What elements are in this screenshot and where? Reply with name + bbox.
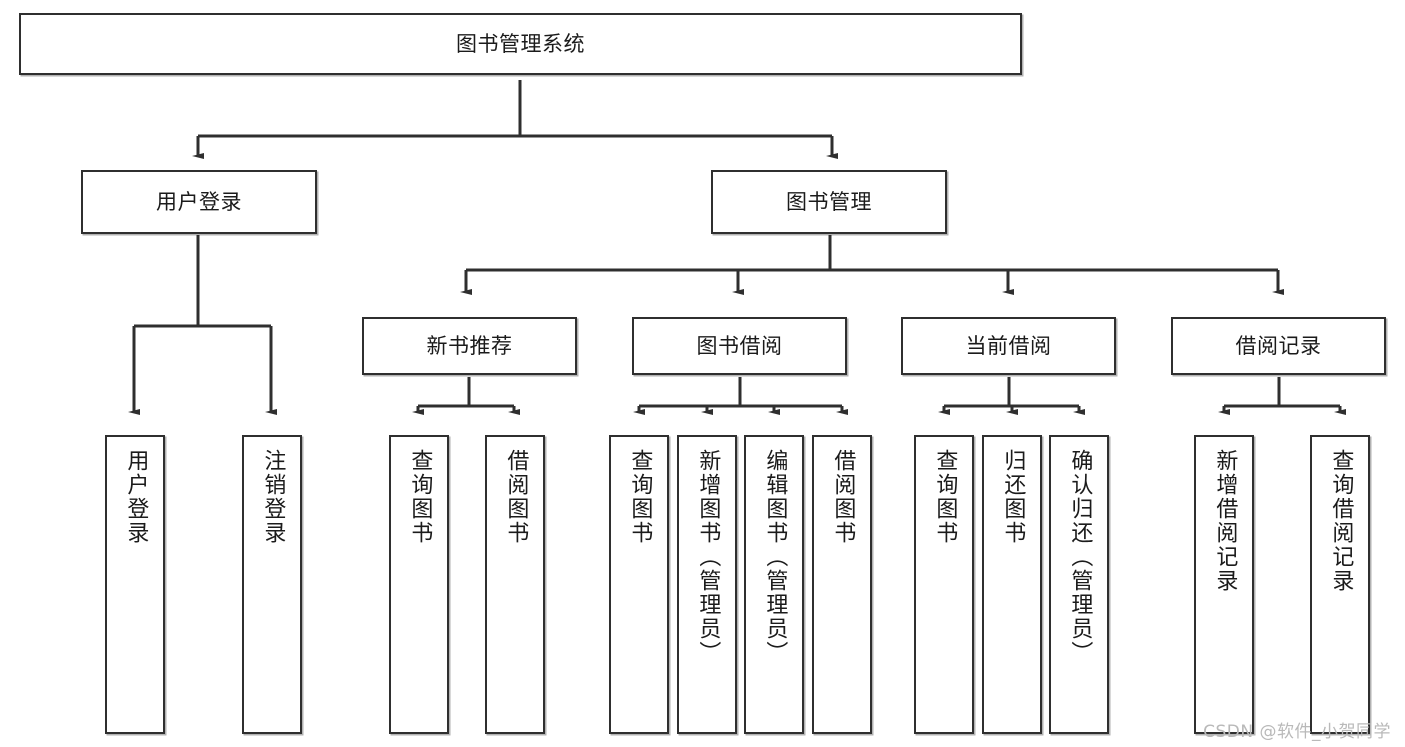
node-book-borrow[interactable]: 图书借阅 [632, 317, 847, 375]
leaf-query-book-3[interactable]: 查询图书 [914, 435, 974, 734]
node-root[interactable]: 图书管理系统 [19, 13, 1022, 75]
leaf-return-book-label: 归还图书 [1000, 449, 1026, 545]
leaf-query-record[interactable]: 查询借阅记录 [1310, 435, 1370, 734]
leaf-borrow-book-1-label: 借阅图书 [503, 449, 529, 545]
leaf-user-login[interactable]: 用户登录 [105, 435, 165, 734]
leaf-query-book-2-label: 查询图书 [627, 449, 653, 545]
leaf-borrow-book-2[interactable]: 借阅图书 [812, 435, 872, 734]
leaf-query-book-1-label: 查询图书 [407, 449, 433, 545]
node-borrow-record-label: 借阅记录 [1235, 333, 1322, 358]
leaf-logout-login[interactable]: 注销登录 [242, 435, 302, 734]
node-borrow-record[interactable]: 借阅记录 [1171, 317, 1386, 375]
node-new-book-recommend[interactable]: 新书推荐 [362, 317, 577, 375]
leaf-query-record-label: 查询借阅记录 [1328, 449, 1354, 593]
node-user-login-label: 用户登录 [156, 189, 242, 214]
leaf-add-book-label: 新增图书（管理员） [695, 449, 721, 665]
leaf-borrow-book-1[interactable]: 借阅图书 [485, 435, 545, 734]
watermark: CSDN @软件_小贺同学 [1203, 722, 1391, 742]
leaf-confirm-return-label: 确认归还（管理员） [1067, 449, 1093, 665]
leaf-query-book-1[interactable]: 查询图书 [389, 435, 449, 734]
leaf-edit-book[interactable]: 编辑图书（管理员） [744, 435, 804, 734]
leaf-user-login-label: 用户登录 [123, 449, 149, 545]
leaf-add-record[interactable]: 新增借阅记录 [1194, 435, 1254, 734]
leaf-logout-login-label: 注销登录 [260, 449, 286, 545]
node-book-borrow-label: 图书借阅 [696, 333, 783, 358]
leaf-query-book-3-label: 查询图书 [932, 449, 958, 545]
node-book-management[interactable]: 图书管理 [711, 170, 947, 234]
node-current-borrow[interactable]: 当前借阅 [901, 317, 1116, 375]
leaf-confirm-return[interactable]: 确认归还（管理员） [1049, 435, 1109, 734]
node-new-book-recommend-label: 新书推荐 [426, 333, 513, 358]
node-root-label: 图书管理系统 [456, 31, 585, 56]
node-current-borrow-label: 当前借阅 [965, 333, 1052, 358]
leaf-borrow-book-2-label: 借阅图书 [830, 449, 856, 545]
leaf-edit-book-label: 编辑图书（管理员） [762, 449, 788, 665]
leaf-add-record-label: 新增借阅记录 [1212, 449, 1238, 593]
leaf-add-book[interactable]: 新增图书（管理员） [677, 435, 737, 734]
leaf-query-book-2[interactable]: 查询图书 [609, 435, 669, 734]
leaf-return-book[interactable]: 归还图书 [982, 435, 1042, 734]
node-book-management-label: 图书管理 [786, 189, 872, 214]
node-user-login[interactable]: 用户登录 [81, 170, 317, 234]
